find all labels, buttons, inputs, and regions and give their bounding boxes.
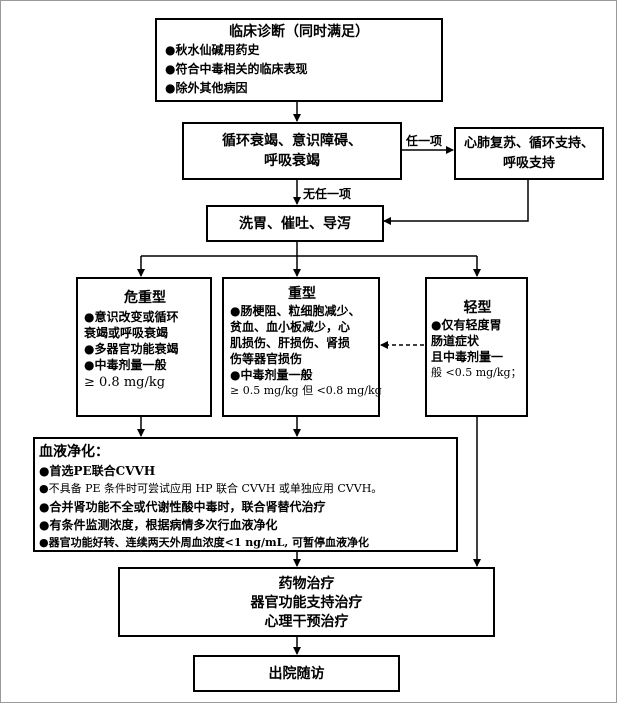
arrow-cpr-to-lavage bbox=[383, 180, 529, 225]
cpr-box: 心肺复苏、循环支持、 呼吸支持 bbox=[454, 127, 604, 180]
cpr-line: 心肺复苏、循环支持、 bbox=[463, 136, 594, 151]
critical-line: 衰竭或呼吸衰竭 bbox=[84, 326, 169, 340]
severe-line: 贫血、血小板减少，心 bbox=[230, 320, 351, 334]
lavage-text: 洗胃、催吐、导泻 bbox=[239, 215, 351, 232]
mild-title: 轻型 bbox=[463, 300, 492, 316]
lavage-box: 洗胃、催吐、导泻 bbox=[206, 205, 384, 242]
severe-box: 重型 ●肠梗阻、粒细胞减少、 贫血、血小板减少，心 肌损伤、肝损伤、肾损 伤等器… bbox=[222, 277, 382, 417]
diagnosis-box: 临床诊断（同时满足） ●秋水仙碱用药史 ●符合中毒相关的临床表现 ●除外其他病因 bbox=[155, 18, 443, 102]
severe-title: 重型 bbox=[288, 286, 316, 302]
mild-line: 且中毒剂量一 bbox=[431, 350, 504, 364]
diagnosis-item: ●符合中毒相关的临床表现 bbox=[165, 62, 308, 76]
severe-line: ●肠梗阻、粒细胞减少、 bbox=[230, 304, 361, 318]
critical-box: 危重型 ●意识改变或循环 衰竭或呼吸衰竭 ●多器官功能衰竭 ●中毒剂量一般 ≥ … bbox=[76, 277, 212, 417]
treatment-line: 器官功能支持治疗 bbox=[250, 595, 363, 611]
critical-line: ●多器官功能衰竭 bbox=[84, 342, 179, 356]
purification-box: 血液净化： ●首选PE联合CVVH ●不具备 PE 条件时可尝试应用 HP 联合… bbox=[33, 437, 458, 552]
circulation-line: 呼吸衰竭 bbox=[264, 153, 320, 169]
cpr-line: 呼吸支持 bbox=[502, 156, 555, 171]
critical-line: ●中毒剂量一般 bbox=[84, 358, 167, 372]
discharge-text: 出院随访 bbox=[268, 665, 325, 682]
critical-title: 危重型 bbox=[124, 290, 166, 306]
purification-line: ●合并肾功能不全或代谢性酸中毒时，联合肾替代治疗 bbox=[39, 500, 326, 514]
diagnosis-title: 临床诊断（同时满足） bbox=[229, 24, 369, 40]
severe-line: 肌损伤、肝损伤、肾损 bbox=[230, 336, 351, 350]
mild-dose: 般 <0.5 mg/kg； bbox=[431, 366, 522, 379]
severe-dose: ≥ 0.5 mg/kg 但 <0.8 mg/kg bbox=[230, 384, 382, 397]
critical-line: ●意识改变或循环 bbox=[84, 310, 179, 324]
treatment-line: 心理干预治疗 bbox=[264, 614, 349, 630]
diagnosis-item: ●除外其他病因 bbox=[165, 81, 248, 95]
purification-line: ●不具备 PE 条件时可尝试应用 HP 联合 CVVH 或单独应用 CVVH。 bbox=[39, 482, 383, 495]
diagnosis-item: ●秋水仙碱用药史 bbox=[165, 43, 260, 57]
circulation-line: 循环衰竭、意识障碍、 bbox=[222, 133, 362, 149]
severe-line: ●中毒剂量一般 bbox=[230, 368, 313, 382]
treatment-box: 药物治疗 器官功能支持治疗 心理干预治疗 bbox=[118, 567, 495, 637]
discharge-box: 出院随访 bbox=[193, 655, 400, 692]
label-any-one: 任一项 bbox=[406, 132, 443, 149]
mild-box: 轻型 ●仅有轻度胃 肠道症状 且中毒剂量一 般 <0.5 mg/kg； bbox=[425, 277, 528, 417]
mild-line: 肠道症状 bbox=[431, 334, 480, 348]
purification-title: 血液净化： bbox=[39, 444, 109, 460]
treatment-line: 药物治疗 bbox=[278, 576, 335, 592]
severe-line: 伤等器官损伤 bbox=[230, 352, 303, 366]
circulation-box: 循环衰竭、意识障碍、 呼吸衰竭 bbox=[182, 122, 402, 180]
mild-line: ●仅有轻度胃 bbox=[431, 318, 502, 332]
purification-line: ●首选PE联合CVVH bbox=[39, 464, 156, 478]
critical-dose: ≥ 0.8 mg/kg bbox=[84, 375, 166, 390]
label-none: 无任一项 bbox=[303, 185, 352, 202]
purification-line: ●器官功能好转、连续两天外周血浓度<1 ng/mL, 可暂停血液净化 bbox=[39, 536, 370, 549]
purification-line: ●有条件监测浓度，根据病情多次行血液净化 bbox=[39, 518, 278, 532]
